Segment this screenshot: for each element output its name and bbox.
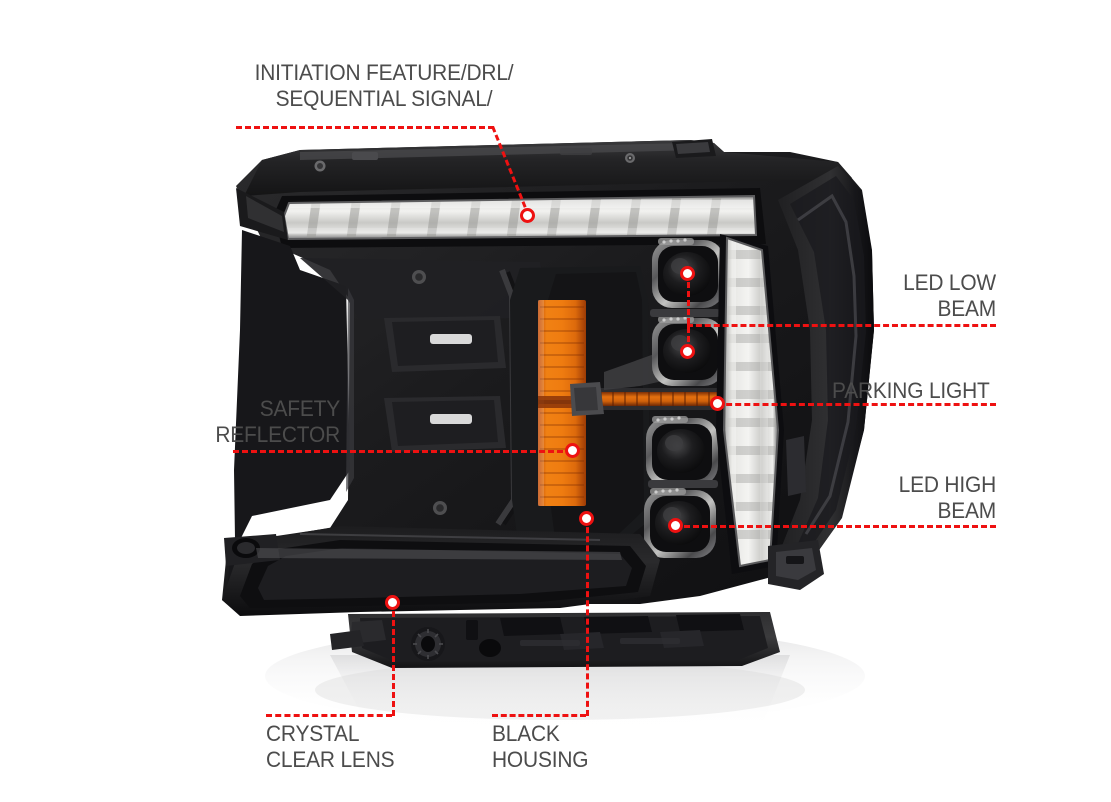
callout-label-led-high-beam: LED HIGH BEAM — [898, 472, 997, 523]
leader-line-parking-light-horizontal — [717, 403, 996, 406]
drl-light-bar — [236, 188, 766, 248]
leader-line-initiation-diagonal — [491, 126, 530, 217]
lower-mounting-bracket — [330, 612, 780, 668]
housing-shell — [222, 139, 874, 612]
callout-label-crystal-clear-lens: CRYSTAL CLEAR LENS — [266, 721, 395, 772]
leader-line-black-housing-vertical — [586, 518, 589, 716]
callout-dot-initiation-feature[interactable] — [520, 208, 535, 223]
leader-line-led-low-beam-horizontal — [687, 324, 996, 327]
amber-side-reflector — [538, 300, 586, 506]
leader-line-black-housing-horizontal — [492, 714, 586, 717]
leader-line-crystal-clear-lens-horizontal — [266, 714, 392, 717]
callout-dot-crystal-clear-lens[interactable] — [385, 595, 400, 610]
callout-dot-safety-reflector[interactable] — [565, 443, 580, 458]
leader-line-led-low-beam-vertical — [687, 273, 690, 351]
callout-label-initiation-feature: INITIATION FEATURE/DRL/ SEQUENTIAL SIGNA… — [254, 60, 514, 111]
callout-label-led-low-beam: LED LOW BEAM — [903, 270, 996, 321]
leader-line-led-high-beam-horizontal — [675, 525, 996, 528]
callout-label-parking-light: PARKING LIGHT — [832, 378, 990, 403]
projector-module-3 — [646, 416, 718, 486]
callout-dot-black-housing[interactable] — [579, 511, 594, 526]
callout-dot-led-low-beam-lower[interactable] — [680, 344, 695, 359]
leader-line-initiation-horizontal — [236, 126, 494, 129]
leader-line-safety-reflector-horizontal — [233, 450, 572, 453]
callout-label-black-housing: BLACK HOUSING — [492, 721, 589, 772]
crystal-clear-lens — [222, 526, 660, 616]
leader-line-crystal-clear-lens-vertical — [392, 602, 395, 716]
callout-dot-led-low-beam-upper[interactable] — [680, 266, 695, 281]
callout-dot-parking-light[interactable] — [710, 396, 725, 411]
callout-label-safety-reflector: SAFETY REFLECTOR — [215, 396, 340, 447]
callout-dot-led-high-beam[interactable] — [668, 518, 683, 533]
